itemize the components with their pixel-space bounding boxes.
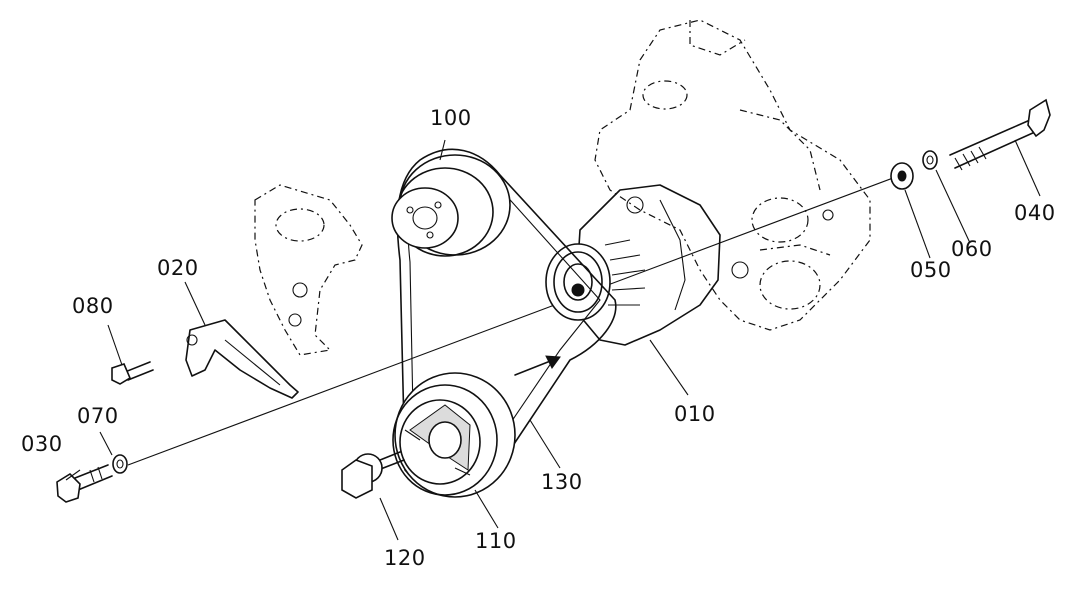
label-part-070: 070 [77,404,119,428]
bolt-120 [341,451,405,499]
leader-lines [65,139,1041,541]
label-part-130: 130 [541,470,583,494]
label-part-060: 060 [951,237,993,261]
crank-pulley [392,372,516,498]
alternator [545,184,721,346]
label-part-110: 110 [475,529,517,553]
label-part-100: 100 [430,106,472,130]
alignment-line [127,177,894,466]
label-part-040: 040 [1014,201,1056,225]
label-part-020: 020 [157,256,199,280]
water-pump-flange [254,184,363,356]
washer-050 [890,162,914,190]
adjust-bracket [185,319,299,399]
engine-gear-case [594,19,871,331]
label-part-030: 030 [21,432,63,456]
label-part-050: 050 [910,258,952,282]
bolt-080 [111,361,154,385]
label-part-080: 080 [72,294,114,318]
water-pump-pulley [391,154,511,257]
rotation-arrow [514,355,561,376]
bolt-030 [56,464,113,503]
label-part-010: 010 [674,402,716,426]
bolt-040 [949,98,1051,171]
label-part-120: 120 [384,546,426,570]
washer-070 [112,454,128,474]
spring-washer-060 [922,150,938,170]
